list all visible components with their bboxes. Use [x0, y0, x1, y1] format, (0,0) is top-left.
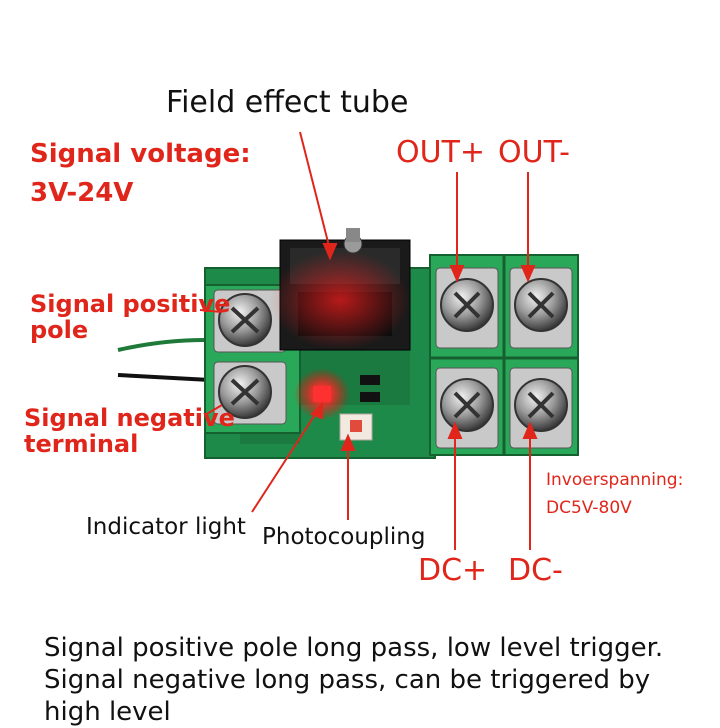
signal-negative-label: Signal negative	[24, 404, 235, 432]
signal-voltage-label: Signal voltage:	[30, 139, 251, 169]
indicator-led	[313, 386, 331, 402]
dc-minus-label: DC-	[508, 553, 563, 588]
field-effect-leader	[299, 131, 331, 251]
photocoupling-label: Photocoupling	[262, 524, 426, 550]
signal-positive-label-2: pole	[30, 316, 89, 344]
signal-positive-leader	[199, 309, 223, 313]
indicator-leader	[251, 409, 319, 513]
description-caption: Signal positive pole long pass, low leve…	[44, 633, 664, 727]
dc-plus-label: DC+	[418, 553, 488, 588]
signal-negative-leader	[204, 404, 223, 416]
signal-positive-label: Signal positive	[30, 290, 231, 318]
input-voltage-range: DC5V-80V	[546, 498, 632, 518]
out-plus-label: OUT+	[396, 135, 486, 170]
black-signal-wire	[117, 373, 211, 382]
input-voltage-label: Invoerspanning:	[546, 470, 684, 490]
out-minus-label: OUT-	[498, 135, 570, 170]
indicator-light-label: Indicator light	[86, 514, 246, 540]
signal-negative-label-2: terminal	[24, 430, 139, 458]
signal-voltage-range: 3V-24V	[30, 178, 134, 208]
green-signal-wire	[117, 338, 206, 352]
field-effect-tube-label: Field effect tube	[166, 85, 409, 120]
